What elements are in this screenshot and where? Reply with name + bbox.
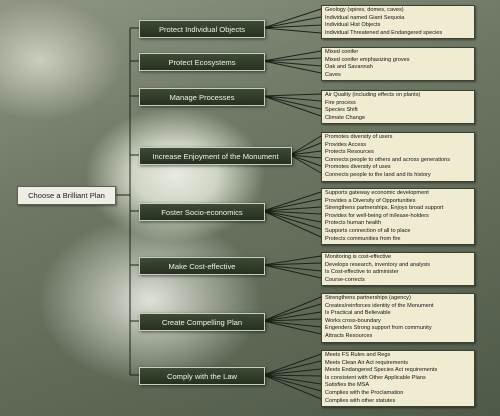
criteria-item: Fire process [325, 99, 356, 106]
criteria-box: Air Quality (including effects on plants… [321, 90, 475, 125]
criteria-item: Course-corrects [325, 276, 365, 283]
criteria-item: Climate Change [325, 114, 366, 121]
criteria-item: Species Shift [325, 107, 358, 114]
root-node: Choose a Brilliant Plan [17, 186, 116, 205]
criteria-item: Works cross-boundary [325, 317, 381, 324]
criteria-item: Strengthens partnerships, Enjoys broad s… [325, 205, 444, 212]
criteria-item: Protects Resources [325, 149, 374, 156]
criteria-item: Meets FS Rules and Regs [325, 352, 391, 358]
criteria-box: Promotes diversity of users Provides Acc… [321, 132, 475, 182]
criteria-item: Mixed conifer emphasizing groves [325, 56, 410, 63]
criteria-item: Complies with other statutes [325, 397, 396, 404]
category-node: Protect Ecosystems [139, 53, 265, 71]
category-node: Comply with the Law [139, 367, 265, 385]
criteria-item: Caves [325, 71, 341, 78]
criteria-item: Provides for well-being of in/lease-hold… [325, 212, 429, 219]
criteria-item: Air Quality (including effects on plants… [325, 92, 421, 98]
category-node: Increase Enjoyment of the Monument [139, 147, 292, 165]
criteria-item: Connects people to the land and its hist… [325, 171, 431, 178]
criteria-item: Provides Access [325, 141, 367, 148]
criteria-item: Geology (spires, domes, caves) [325, 7, 404, 13]
criteria-item: Is Cost-effective to administer [325, 269, 399, 276]
category-node: Create Compelling Plan [139, 313, 265, 331]
criteria-item: Meets Endangered Species Act requirement… [325, 367, 438, 374]
category-node: Protect Individual Objects [139, 20, 265, 38]
criteria-box: Monitoring is cost-effective Develops re… [321, 252, 475, 287]
criteria-item: Supports connection of all to place [325, 227, 411, 234]
criteria-item: Satisfies the MSA [325, 382, 370, 389]
criteria-item: Protects communities from fire [325, 235, 401, 242]
criteria-box: Mixed conifer Mixed conifer emphasizing … [321, 47, 475, 82]
category-node: Make Cost-effective [139, 257, 265, 275]
criteria-item: Individual named Giant Sequoia [325, 14, 405, 21]
criteria-item: Complies with the Proclamation [325, 389, 404, 396]
criteria-item: Is consistent with Other Applicable Plan… [325, 374, 426, 381]
criteria-box: Strengthens partnerships (agency) Create… [321, 293, 475, 343]
category-node: Manage Processes [139, 88, 265, 106]
criteria-item: Attracts Resources [325, 332, 373, 339]
criteria-item: Connects people to others and across gen… [325, 156, 451, 163]
criteria-item: Engenders Strong support from community [325, 325, 432, 332]
criteria-item: Creates/reinforces identity of the Monum… [325, 302, 434, 309]
criteria-item: Meets Clean Air Act requirements [325, 359, 409, 366]
category-node: Foster Socio-economics [139, 203, 265, 221]
criteria-box: Geology (spires, domes, caves) Individua… [321, 5, 475, 40]
criteria-item: Individual Threatened and Endangered spe… [325, 29, 443, 36]
criteria-item: Promotes diversity of users [325, 134, 393, 140]
criteria-item: Is Practical and Believable [325, 310, 391, 317]
criteria-item: Individual Hist Objects [325, 22, 381, 29]
criteria-item: Monitoring is cost-effective [325, 254, 392, 260]
criteria-item: Oak and Savannah [325, 64, 373, 71]
criteria-item: Promotes diversity of uses [325, 164, 391, 171]
criteria-item: Strengthens partnerships (agency) [325, 295, 411, 301]
criteria-item: Supports gateway economic development [325, 190, 429, 196]
criteria-item: Mixed conifer [325, 49, 359, 55]
criteria-box: Supports gateway economic development Pr… [321, 188, 475, 246]
criteria-item: Provides a Diversity of Opportunities [325, 197, 416, 204]
criteria-item: Protects human health [325, 220, 381, 227]
criteria-box: Meets FS Rules and Regs Meets Clean Air … [321, 350, 475, 408]
criteria-item: Develops research, inventory and analysi… [325, 261, 431, 268]
